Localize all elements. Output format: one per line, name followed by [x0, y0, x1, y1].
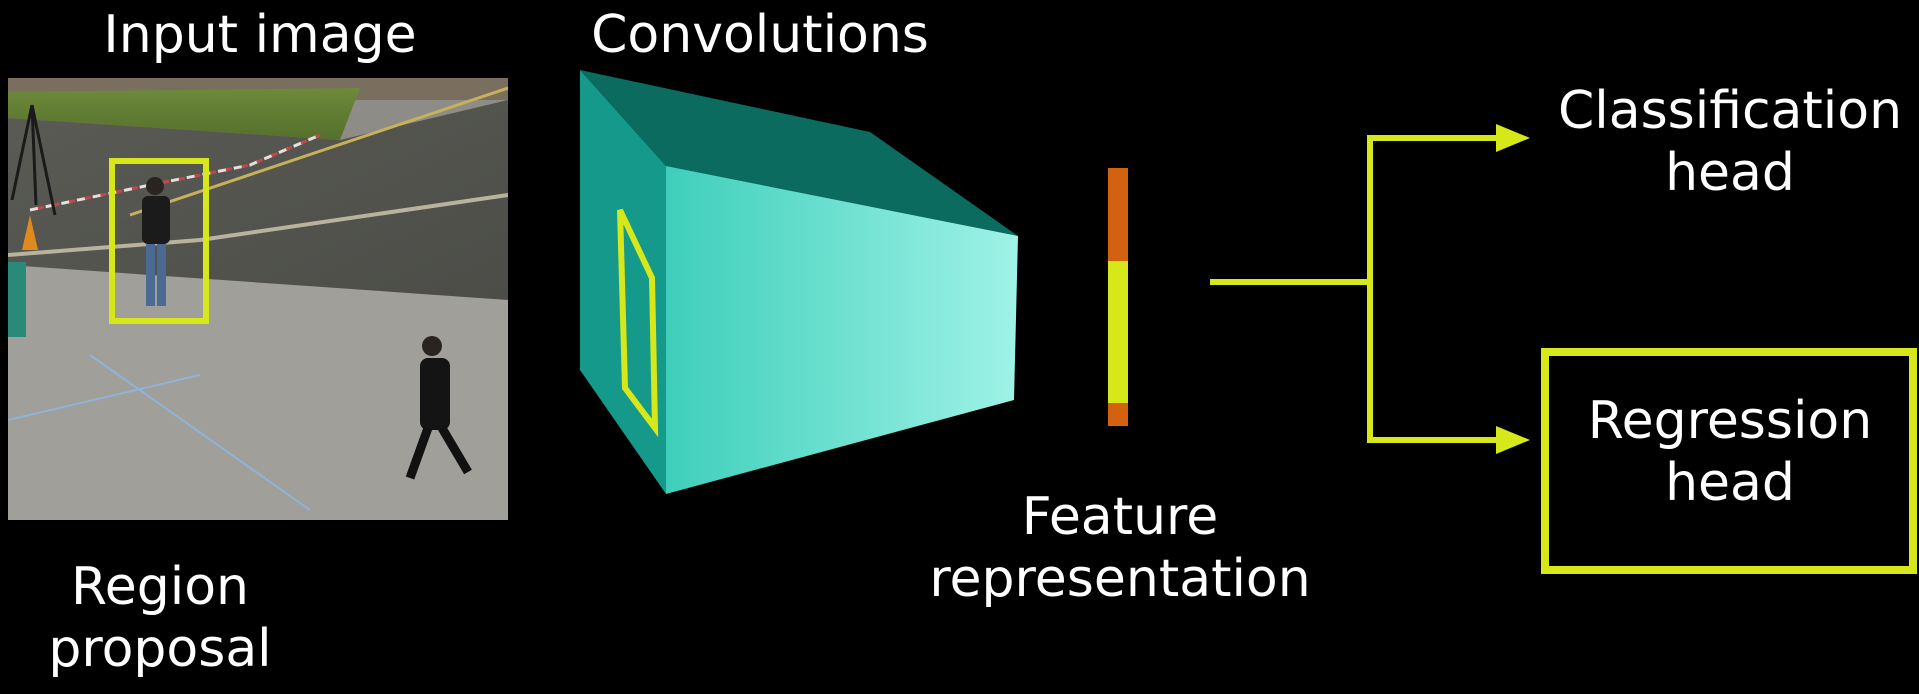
input-image-label: Input image [103, 5, 417, 65]
right-arrow-icon [1496, 124, 1530, 152]
feature-segment-top [1108, 168, 1128, 261]
feature-representation-label: Feature representation [929, 487, 1311, 610]
regression-head-box [1541, 348, 1917, 574]
input-photo [8, 78, 508, 520]
regression-head-label: Regression head [1587, 391, 1873, 514]
feature-vector [1108, 168, 1128, 426]
conv-kernel-outline [617, 208, 659, 438]
feature-segment-middle [1108, 261, 1128, 403]
convolution-volume [580, 70, 1018, 494]
classification-head-label: Classification head [1557, 81, 1903, 204]
right-arrow-icon [1496, 426, 1530, 454]
branch-connector [1210, 135, 1500, 443]
convolutions-label: Convolutions [591, 5, 929, 65]
feature-segment-bottom [1108, 403, 1128, 426]
region-proposal-label: Region proposal [48, 557, 272, 680]
region-proposal-box [109, 158, 209, 324]
